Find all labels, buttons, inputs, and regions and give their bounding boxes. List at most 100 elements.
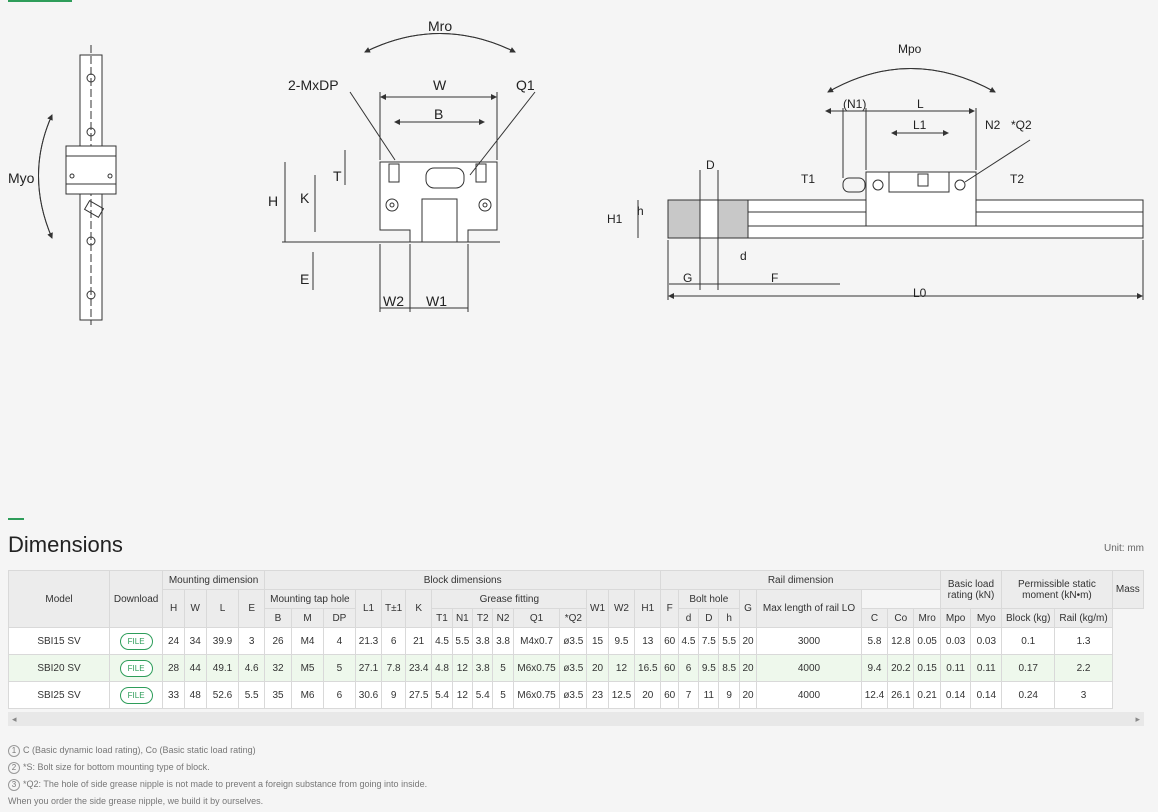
cell-model: SBI25 SV [8, 681, 110, 709]
cell-f: 60 [660, 681, 679, 709]
cell-k: 21 [405, 627, 433, 655]
header-mounting-tap: Mounting tap hole [263, 589, 356, 609]
cell-k: 27.5 [405, 681, 433, 709]
cell-q2: ø3.5 [559, 681, 588, 709]
header-mounting: Mounting dimension [162, 570, 265, 590]
label-h1: H1 [607, 212, 623, 226]
cell-q2: ø3.5 [559, 627, 588, 655]
cell-d: 9.5 [698, 654, 720, 682]
cell-d: 7.5 [698, 627, 720, 655]
cell-dp: 4 [322, 627, 356, 655]
cell-n2: 3.8 [492, 627, 514, 655]
cell-g: 20 [738, 681, 758, 709]
cell-download: FILE [108, 654, 164, 682]
file-download-button[interactable]: FILE [119, 632, 153, 650]
label-myo: Myo [8, 170, 35, 186]
cell-t2: 3.8 [472, 654, 494, 682]
cell-t1: 4.5 [431, 627, 453, 655]
col-L: L [205, 589, 240, 628]
cell-l: 39.9 [205, 627, 240, 655]
unit-label: Unit: mm [1104, 543, 1144, 554]
col-Q1: Q1 [512, 608, 561, 628]
file-download-button[interactable]: FILE [119, 686, 153, 704]
cell-dp: 5 [322, 654, 356, 682]
label-d-big: D [706, 158, 715, 172]
label-l: L [917, 97, 924, 111]
col-B: B [263, 608, 293, 628]
label-q2: *Q2 [1011, 118, 1032, 132]
cell-d: 7 [677, 681, 700, 709]
cell-w: 44 [183, 654, 207, 682]
label-e: E [300, 271, 309, 287]
cell-mpo: 0.03 [939, 627, 972, 655]
front-view [282, 33, 536, 312]
cell-e: 5.5 [238, 681, 265, 709]
col-T: T±1 [381, 589, 407, 628]
cell-block-kg: 0.24 [1001, 681, 1056, 709]
cell-b: 35 [263, 681, 293, 709]
cell-myo: 0.03 [970, 627, 1003, 655]
cell-b: 32 [263, 654, 293, 682]
label-g: G [683, 271, 692, 285]
cell-m: M4 [291, 627, 324, 655]
col-G: G [738, 589, 758, 628]
cell-c: 12.4 [860, 681, 889, 709]
label-w: W [433, 77, 447, 93]
cell-t: 6 [381, 627, 407, 655]
cell-h1: 20 [634, 681, 662, 709]
cell-g: 20 [738, 654, 758, 682]
col-N1: N1 [451, 608, 474, 628]
note-4: When you order the side grease nipple, w… [8, 793, 427, 810]
cell-n2: 5 [492, 681, 514, 709]
scroll-right-arrow-icon[interactable]: ▸ [1135, 714, 1140, 724]
cell-q1: M6x0.75 [512, 654, 561, 682]
cell-q2: ø3.5 [559, 654, 588, 682]
cell-mro: 0.21 [913, 681, 941, 709]
col-L1: L1 [354, 589, 383, 628]
label-l1: L1 [913, 118, 927, 132]
cell-w2: 12.5 [607, 681, 636, 709]
col-K: K [405, 589, 433, 628]
note-number: 3 [8, 779, 20, 791]
technical-drawing: Myo Mro 2-MxDP W Q1 B T H K E W2 W1 Mpo … [8, 18, 1144, 325]
cell-w1: 20 [586, 654, 609, 682]
cell-f: 60 [660, 654, 679, 682]
note-3: 3*Q2: The hole of side grease nipple is … [8, 776, 427, 793]
cell-rail-kgm: 2.2 [1054, 654, 1113, 682]
cell-c: 9.4 [860, 654, 889, 682]
cell-maxlen: 4000 [756, 681, 862, 709]
col-rail-kgm: Rail (kg/m) [1054, 608, 1113, 628]
cell-w2: 12 [607, 654, 636, 682]
cell-d: 6 [677, 654, 700, 682]
label-t: T [333, 168, 342, 184]
cell-mro: 0.05 [913, 627, 941, 655]
horizontal-scrollbar[interactable]: ◂ ▸ [8, 712, 1144, 726]
header-permissible: Permissible static moment (kN•m) [1001, 570, 1113, 609]
scroll-left-arrow-icon[interactable]: ◂ [12, 714, 17, 724]
header-download: Download [108, 570, 164, 628]
label-w1: W1 [426, 293, 447, 309]
section-accent-bar [8, 518, 24, 520]
cell-m: M5 [291, 654, 324, 682]
cell-block-kg: 0.1 [1001, 627, 1056, 655]
dimensions-table: Model Download Mounting dimension Block … [8, 570, 1145, 709]
label-n2: N2 [985, 118, 1001, 132]
cell-b: 26 [263, 627, 293, 655]
col-Mro: Mro [913, 608, 941, 628]
col-H1: H1 [634, 589, 662, 628]
file-download-button[interactable]: FILE [119, 659, 153, 677]
cell-k: 23.4 [405, 654, 433, 682]
label-k: K [300, 190, 310, 206]
section-title: Dimensions [8, 532, 123, 557]
cell-e: 3 [238, 627, 265, 655]
col-W2: W2 [607, 589, 636, 628]
cell-n1: 12 [451, 654, 474, 682]
note-text: *S: Bolt size for bottom mounting type o… [23, 762, 210, 772]
cell-maxlen: 4000 [756, 654, 862, 682]
cell-g: 20 [738, 627, 758, 655]
col-Co: Co [887, 608, 915, 628]
cell-w1: 23 [586, 681, 609, 709]
